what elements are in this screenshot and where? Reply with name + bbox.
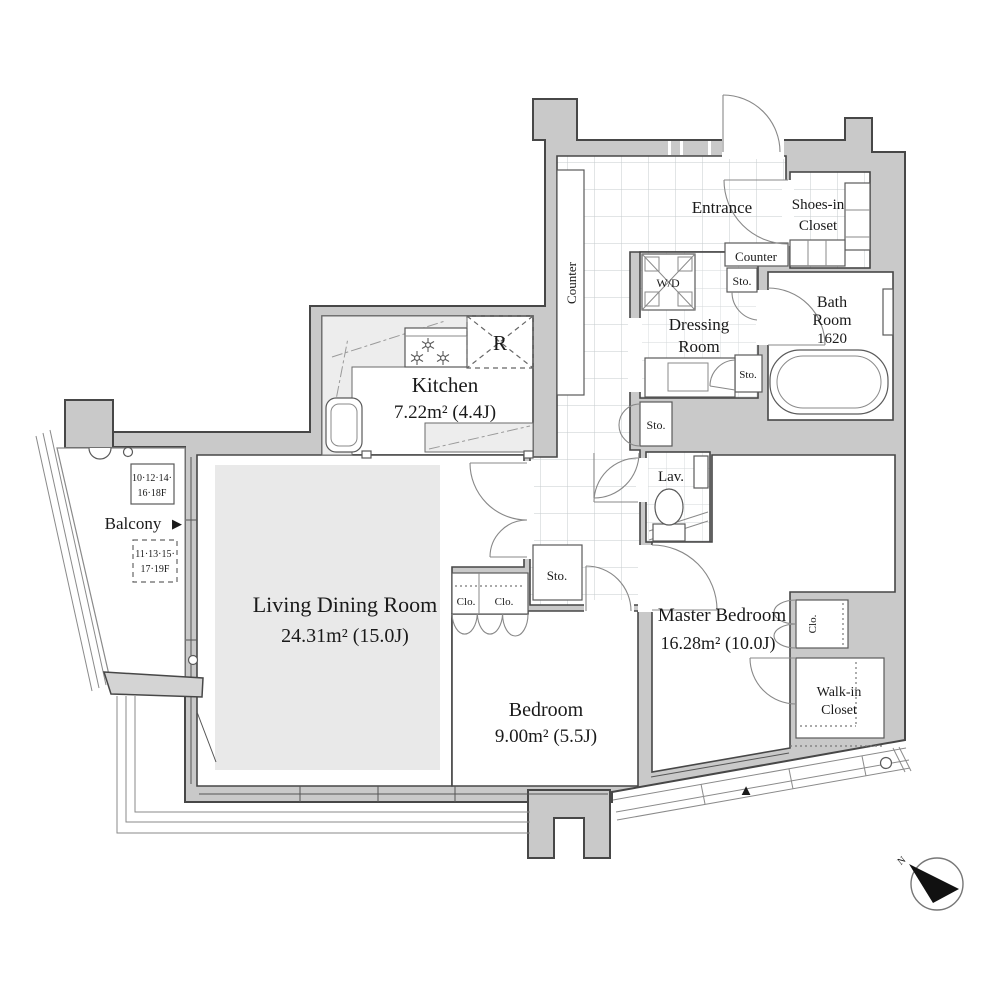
balcony-drain	[88, 447, 112, 460]
kitchen-sink	[325, 397, 363, 453]
label-bedroom: Bedroom	[509, 699, 584, 721]
label-counter-horizontal: Counter	[735, 249, 778, 264]
toilet	[648, 455, 709, 542]
storage-box-3	[639, 401, 673, 447]
label-shoes-closet-2: Closet	[799, 218, 838, 234]
south-ledge-lines	[116, 696, 530, 834]
entrance-door	[722, 94, 781, 153]
label-walkin-2: Closet	[821, 703, 857, 718]
label-storage-2: Sto.	[739, 369, 757, 381]
label-floor-range-dashed-2: 17·19F	[141, 564, 170, 575]
label-storage-3: Sto.	[646, 418, 665, 432]
label-bath-1: Bath	[817, 294, 847, 311]
label-master-bedroom: Master Bedroom	[658, 605, 786, 626]
label-refrigerator: R	[493, 331, 507, 355]
balcony-end-slab	[102, 671, 204, 698]
se-balcony-drain	[879, 756, 893, 770]
label-kitchen: Kitchen	[412, 373, 479, 397]
southeast-balcony	[612, 746, 912, 821]
bedroom-closet	[451, 572, 529, 637]
hall-junction-door	[593, 452, 640, 499]
windows	[185, 141, 790, 802]
west-balcony	[35, 429, 530, 834]
label-floor-range-dashed-1: 11·13·15·	[135, 549, 175, 560]
storage3-door	[618, 403, 641, 447]
label-storage-1: Sto.	[732, 274, 751, 288]
lav-shelf	[693, 455, 709, 489]
stove	[404, 327, 468, 368]
living-dining-rug	[215, 465, 440, 770]
label-kitchen-area: 7.22m² (4.4J)	[394, 402, 496, 423]
label-bedroom-area: 9.00m² (5.5J)	[495, 726, 597, 747]
label-walkin-1: Walk-in	[817, 685, 862, 700]
hall-counter	[556, 169, 585, 396]
label-master-bedroom-area: 16.28m² (10.0J)	[661, 633, 776, 654]
living-dining-door	[469, 462, 528, 558]
wall-openings	[520, 137, 794, 612]
label-living-dining: Living Dining Room	[253, 592, 438, 617]
storage-box-1	[726, 267, 758, 293]
compass-needle-icon	[909, 864, 959, 903]
label-washer-dryer: W/D	[656, 276, 680, 290]
se-balcony-marker-icon: ▲	[739, 783, 754, 799]
bath-niche	[882, 288, 894, 336]
balcony-drain-cap	[122, 446, 134, 458]
compass	[909, 857, 964, 911]
bathtub	[769, 288, 894, 415]
balcony-railing	[35, 429, 107, 692]
label-floor-range-solid-2: 16·18F	[138, 488, 167, 499]
floor-range-solid-box	[130, 463, 175, 505]
doors	[469, 94, 826, 705]
label-closet-1: Clo.	[457, 596, 476, 608]
master-bedroom-floor	[651, 454, 896, 773]
lavatory-door	[593, 457, 639, 503]
labels: Living Dining Room 24.31m² (15.0J) Kitch…	[105, 197, 909, 868]
label-entrance: Entrance	[692, 198, 752, 217]
shoes-closet-shelves	[789, 182, 871, 267]
master-closet	[773, 599, 849, 649]
label-counter-vertical: Counter	[564, 261, 579, 304]
label-closet-2: Clo.	[495, 596, 514, 608]
walk-in-closet	[790, 657, 885, 747]
label-shoes-closet-1: Shoes-in	[792, 197, 845, 213]
label-floor-range-solid-1: 10·12·14·	[132, 473, 172, 484]
storage-box-4	[532, 544, 583, 601]
stove-burner-icon	[410, 338, 450, 365]
wall-drain-cap	[187, 654, 199, 666]
floor-range-dashed-box	[132, 539, 178, 583]
storage2-door	[709, 359, 736, 391]
label-balcony: Balcony	[105, 514, 162, 533]
label-living-dining-area: 24.31m² (15.0J)	[281, 625, 409, 647]
compass-north-label: N	[896, 855, 909, 868]
label-bath-size: 1620	[817, 331, 847, 347]
washer-dryer	[641, 253, 696, 311]
pass-counter	[724, 242, 789, 267]
fixtures	[321, 169, 894, 747]
balcony-arrow-icon: ▶	[172, 516, 182, 531]
label-dressing-2: Room	[678, 337, 720, 356]
south-pillar	[527, 789, 611, 859]
refrigerator-space	[466, 315, 534, 369]
label-storage-4: Sto.	[547, 568, 568, 583]
storage-box-2	[734, 354, 763, 393]
shoes-closet-door	[723, 179, 789, 245]
balcony-window-leaf	[196, 711, 217, 763]
label-closet-master: Clo.	[807, 614, 819, 633]
kitchen-lower-counter	[424, 422, 534, 453]
storage1-door	[731, 291, 758, 321]
label-dressing-1: Dressing	[669, 315, 730, 334]
master-bedroom-door	[651, 544, 718, 611]
bath-door	[767, 287, 826, 346]
balcony-pillar	[64, 399, 114, 449]
label-bath-2: Room	[812, 312, 852, 329]
label-lavatory: Lav.	[658, 469, 684, 485]
bedroom-door	[585, 565, 632, 612]
walkin-closet-door	[749, 657, 797, 705]
